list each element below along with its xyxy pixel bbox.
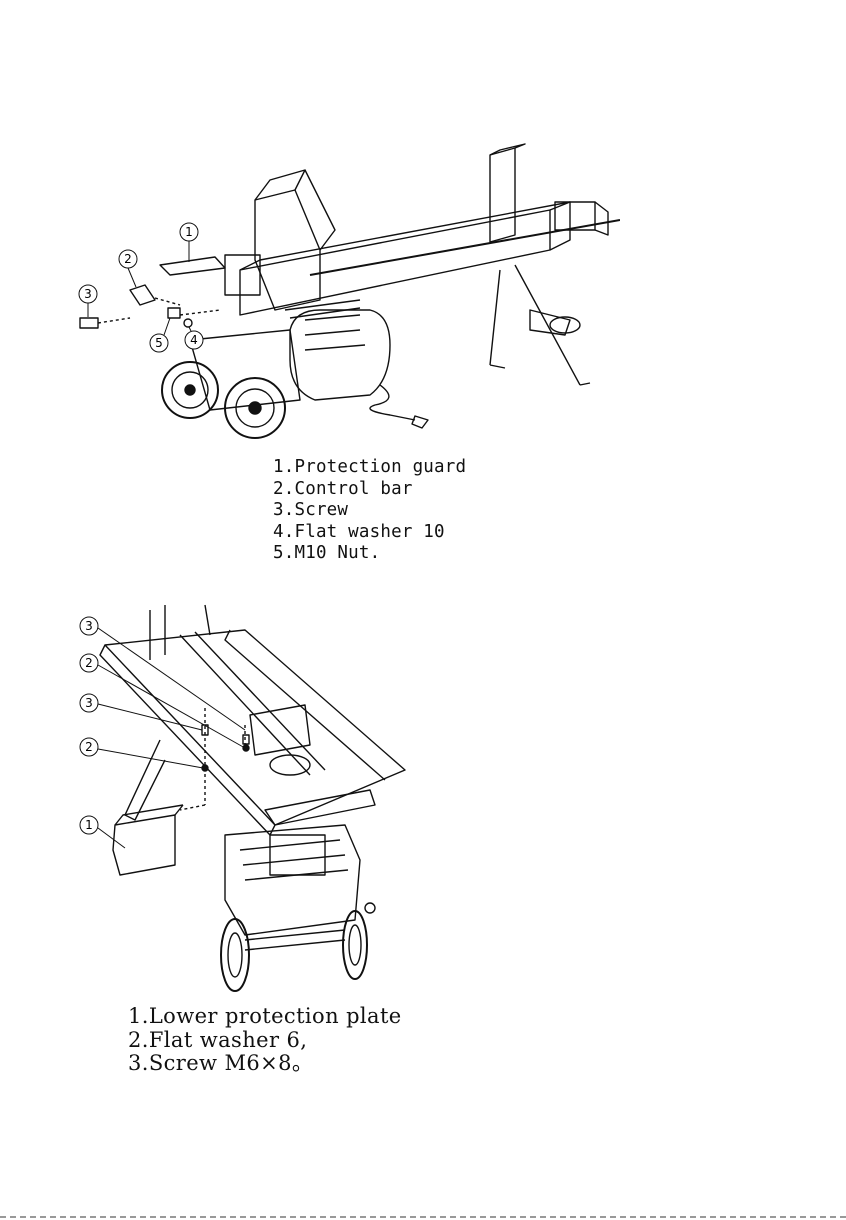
- rear-legs: [490, 265, 590, 385]
- svg-text:2: 2: [85, 740, 93, 754]
- figure2-legend: 1.Lower protection plate 2.Flat washer 6…: [128, 1005, 402, 1076]
- wedge: [490, 148, 515, 242]
- column: [150, 605, 210, 660]
- legend1-item-protection-guard: 1.Protection guard: [273, 457, 466, 479]
- svg-text:3: 3: [85, 696, 93, 710]
- motor: [290, 310, 390, 400]
- figure2-callouts: 3 2 3 2: [80, 617, 245, 848]
- page-bottom-edge: [0, 1216, 846, 1218]
- svg-text:2: 2: [85, 656, 93, 670]
- svg-text:1: 1: [85, 818, 93, 832]
- callout-4: 4: [185, 327, 203, 349]
- legend1-item-nut: 5.M10 Nut.: [273, 543, 466, 565]
- figure-protection-guard-assembly: 1 2 3 4: [60, 140, 620, 445]
- main-beam: [240, 210, 550, 315]
- screw-part: [80, 318, 98, 328]
- svg-text:3: 3: [84, 287, 92, 301]
- legend1-item-screw: 3.Screw: [273, 500, 466, 522]
- figure1-legend: 1.Protection guard 2.Control bar 3.Screw…: [273, 457, 466, 565]
- protection-guard-part: [160, 257, 225, 275]
- legend2-item-screw: 3.Screw M6×8。: [128, 1052, 402, 1076]
- log-splitter-drawing-2: 3 2 3 2: [65, 600, 410, 995]
- push-block: [250, 705, 310, 755]
- wheel-right: [343, 911, 367, 979]
- callout-2-top: 2: [80, 654, 245, 748]
- callout-5: 5: [150, 318, 170, 352]
- legend1-item-flat-washer: 4.Flat washer 10: [273, 522, 466, 544]
- legend2-item-lower-protection-plate: 1.Lower protection plate: [128, 1005, 402, 1029]
- legend2-item-flat-washer: 2.Flat washer 6,: [128, 1029, 402, 1053]
- log-splitter-drawing-1: 1 2 3 4: [60, 140, 620, 445]
- callout-3: 3: [79, 285, 97, 317]
- svg-text:5: 5: [155, 336, 163, 350]
- washer-part: [184, 319, 192, 327]
- nut-part: [168, 308, 180, 318]
- callout-1: 1: [180, 223, 198, 262]
- figure1-callouts: 1 2 3 4: [79, 223, 203, 352]
- control-bar-part: [130, 285, 155, 305]
- svg-text:2: 2: [124, 252, 132, 266]
- svg-text:4: 4: [190, 333, 198, 347]
- figure-lower-protection-plate-assembly: 3 2 3 2: [65, 600, 410, 995]
- legend1-item-control-bar: 2.Control bar: [273, 479, 466, 501]
- callout-3-top: 3: [80, 617, 245, 730]
- svg-text:3: 3: [85, 619, 93, 633]
- wheel-left: [221, 919, 249, 991]
- power-cord: [370, 385, 415, 420]
- svg-text:1: 1: [185, 225, 193, 239]
- callout-2-bottom: 2: [80, 738, 203, 768]
- callout-2: 2: [119, 250, 137, 287]
- lower-protection-plate-part: [113, 815, 175, 875]
- leg: [125, 740, 165, 820]
